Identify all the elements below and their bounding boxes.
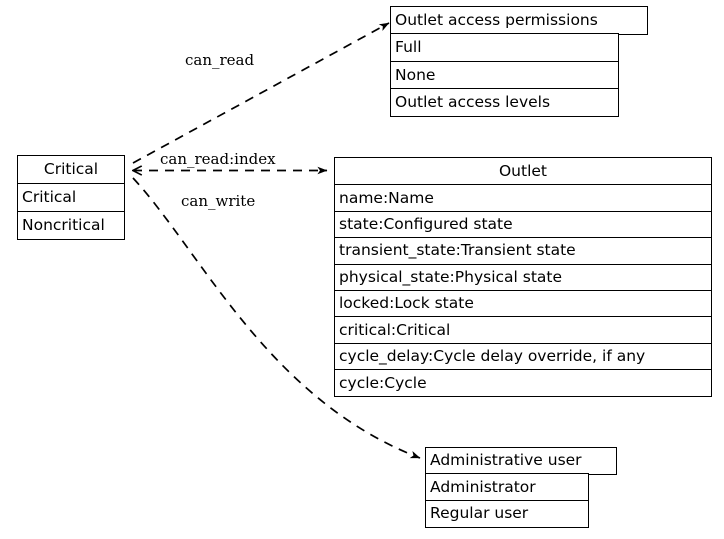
node-outlet-row: physical_state:Physical state [334,263,712,292]
node-outlet-access-permissions-row: Outlet access levels [390,88,619,118]
node-outlet-access-permissions-title: Outlet access permissions [390,6,648,35]
node-critical[interactable]: Critical Critical Noncritical [17,155,125,240]
node-outlet-access-permissions-row: None [390,60,619,90]
node-outlet-row: cycle_delay:Cycle delay override, if any [334,342,712,371]
node-administrative-user-title: Administrative user [425,447,617,475]
node-outlet-row: critical:Critical [334,316,712,345]
node-outlet-row: state:Configured state [334,210,712,239]
node-outlet-access-permissions-row: Full [390,33,619,63]
node-outlet[interactable]: Outlet name:Name state:Configured state … [334,157,712,398]
node-outlet-access-permissions[interactable]: Outlet access permissions Full None Outl… [390,6,648,118]
node-outlet-row: locked:Lock state [334,290,712,319]
node-critical-title: Critical [17,155,125,185]
node-administrative-user-row: Administrator [425,473,589,502]
node-critical-row: Noncritical [17,210,125,240]
node-outlet-row: transient_state:Transient state [334,237,712,266]
node-critical-row: Critical [17,183,125,213]
edge-label-can-write: can_write [181,192,256,210]
edge-label-can-read-index: can_read:index [160,150,276,168]
node-administrative-user[interactable]: Administrative user Administrator Regula… [425,447,617,528]
node-administrative-user-row: Regular user [425,499,589,528]
node-outlet-title: Outlet [334,157,712,186]
edge-can-read-line [132,22,390,164]
node-outlet-row: cycle:Cycle [334,369,712,398]
node-outlet-row: name:Name [334,184,712,213]
edge-label-can-read: can_read [185,51,255,69]
